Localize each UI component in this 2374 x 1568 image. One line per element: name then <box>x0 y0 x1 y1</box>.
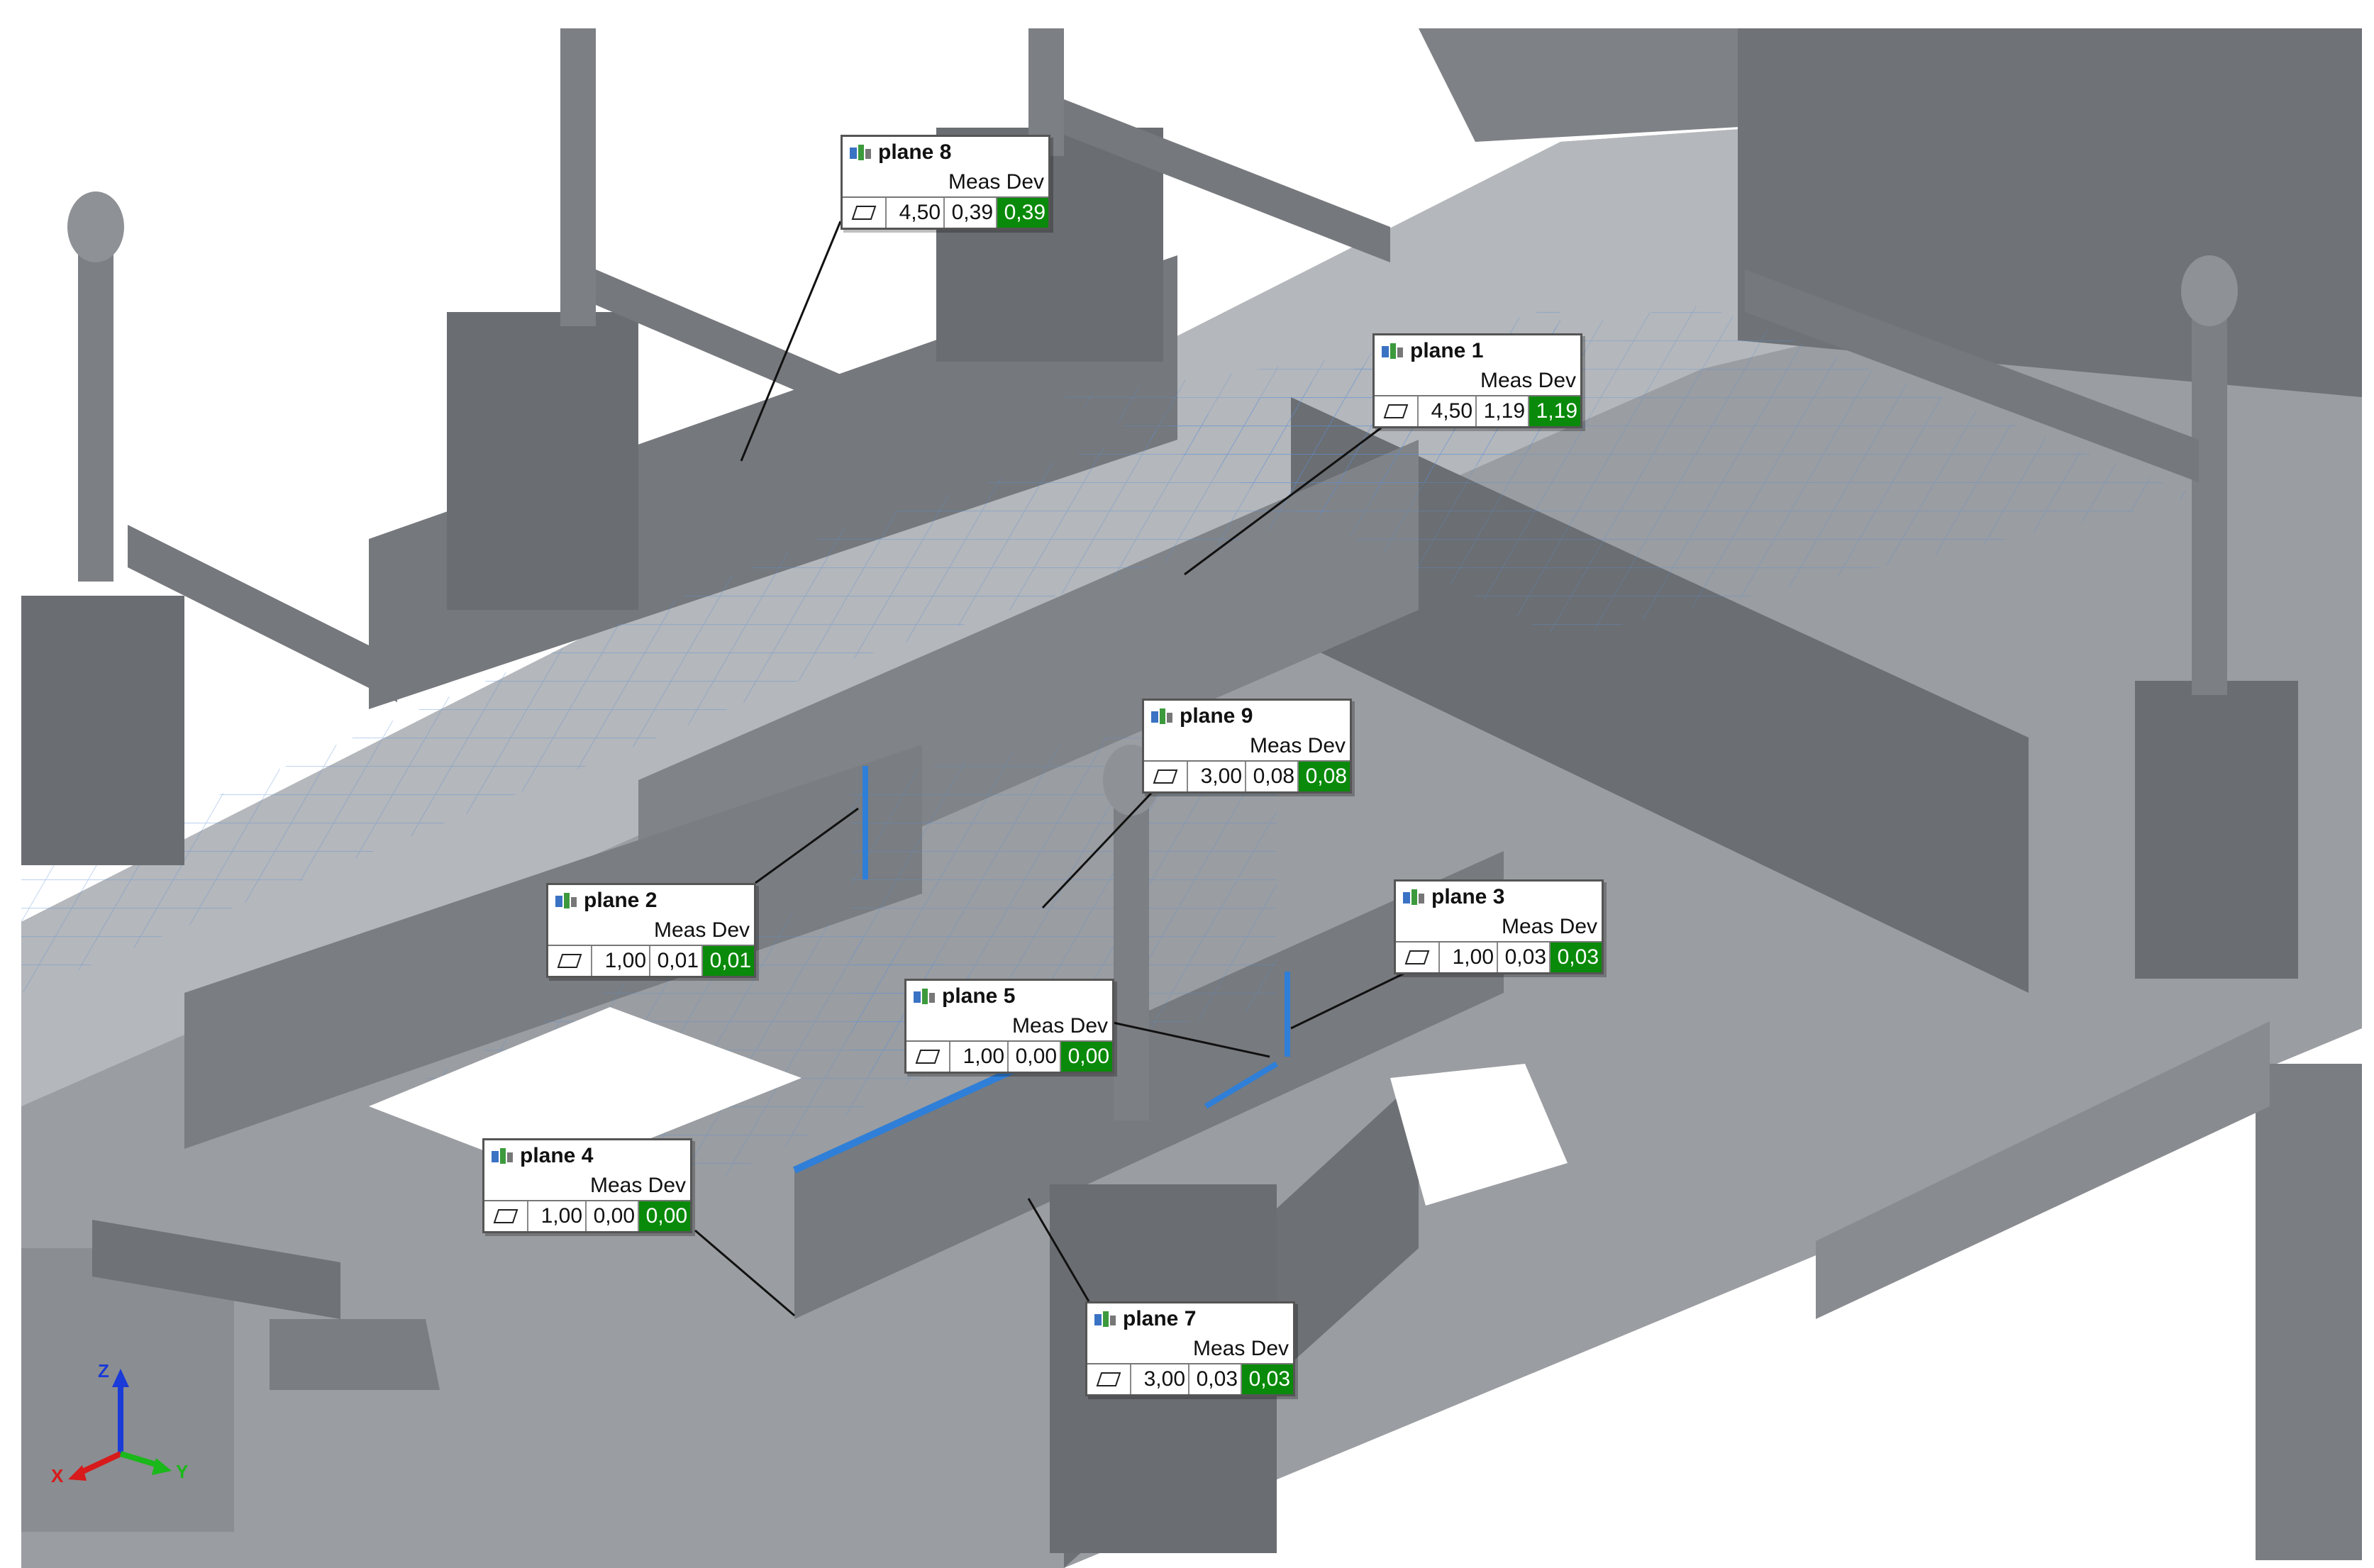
flatness-icon <box>484 1201 528 1231</box>
plane-feature-icon <box>914 989 935 1004</box>
nominal-value: 3,00 <box>1188 762 1246 791</box>
measurement-row: 3,00 0,08 0,08 <box>1144 762 1350 791</box>
callout-header: plane 8 <box>843 137 1048 168</box>
callout-plane-4[interactable]: plane 4 Meas Dev 1,00 0,00 0,00 <box>482 1138 692 1233</box>
y-axis-label: Y <box>176 1461 188 1482</box>
x-axis-label: X <box>51 1465 64 1486</box>
measurement-row: 1,00 0,00 0,00 <box>906 1042 1112 1072</box>
callout-header: plane 1 <box>1375 335 1580 367</box>
callout-plane-8[interactable]: plane 8 Meas Dev 4,50 0,39 0,39 <box>841 135 1050 230</box>
column-headers: Meas Dev <box>843 168 1048 198</box>
callout-plane-1[interactable]: plane 1 Meas Dev 4,50 1,19 1,19 <box>1372 333 1582 428</box>
column-headers: Meas Dev <box>1087 1335 1293 1364</box>
z-axis-label: Z <box>98 1362 109 1381</box>
deviation-value: 0,08 <box>1299 762 1350 791</box>
callout-title: plane 8 <box>878 140 952 164</box>
nominal-value: 1,00 <box>592 946 650 976</box>
plane-feature-icon <box>1403 889 1424 905</box>
callout-title: plane 7 <box>1123 1307 1197 1330</box>
flatness-icon <box>1144 762 1188 791</box>
measurement-row: 1,00 0,00 0,00 <box>484 1201 690 1231</box>
measured-value: 0,03 <box>1498 943 1551 972</box>
flatness-icon <box>1375 396 1419 426</box>
deviation-value: 0,03 <box>1551 943 1602 972</box>
callout-plane-9[interactable]: plane 9 Meas Dev 3,00 0,08 0,08 <box>1142 699 1352 794</box>
deviation-value: 0,01 <box>703 946 754 976</box>
callout-plane-7[interactable]: plane 7 Meas Dev 3,00 0,03 0,03 <box>1085 1301 1295 1396</box>
callout-plane-3[interactable]: plane 3 Meas Dev 1,00 0,03 0,03 <box>1394 879 1604 974</box>
column-headers: Meas Dev <box>1144 732 1350 762</box>
flatness-icon <box>906 1042 950 1072</box>
measurement-row: 1,00 0,01 0,01 <box>548 946 754 976</box>
callout-plane-2[interactable]: plane 2 Meas Dev 1,00 0,01 0,01 <box>546 883 756 978</box>
measurement-row: 4,50 0,39 0,39 <box>843 198 1048 228</box>
nominal-value: 1,00 <box>1440 943 1498 972</box>
callout-title: plane 9 <box>1180 704 1253 728</box>
deviation-value: 0,03 <box>1242 1364 1293 1394</box>
flatness-icon <box>1396 943 1440 972</box>
measured-value: 0,03 <box>1189 1364 1242 1394</box>
flatness-icon <box>843 198 887 228</box>
nominal-value: 1,00 <box>528 1201 587 1231</box>
measured-value: 1,19 <box>1477 396 1529 426</box>
callout-title: plane 4 <box>520 1144 594 1167</box>
column-headers: Meas Dev <box>1396 913 1602 943</box>
column-headers: Meas Dev <box>484 1172 690 1201</box>
flatness-icon <box>1087 1364 1131 1394</box>
callout-header: plane 4 <box>484 1140 690 1172</box>
callout-header: plane 3 <box>1396 882 1602 913</box>
callout-header: plane 9 <box>1144 701 1350 732</box>
callout-header: plane 2 <box>548 885 754 916</box>
column-headers: Meas Dev <box>548 916 754 946</box>
deviation-value: 0,00 <box>1061 1042 1112 1072</box>
measured-value: 0,00 <box>1009 1042 1061 1072</box>
deviation-value: 0,39 <box>997 198 1048 228</box>
x-axis <box>77 1451 122 1477</box>
measured-value: 0,08 <box>1246 762 1299 791</box>
plane-feature-icon <box>492 1148 513 1164</box>
callout-plane-5[interactable]: plane 5 Meas Dev 1,00 0,00 0,00 <box>904 979 1114 1074</box>
plane-feature-icon <box>1382 343 1403 359</box>
nominal-value: 3,00 <box>1131 1364 1189 1394</box>
column-headers: Meas Dev <box>906 1012 1112 1042</box>
flatness-icon <box>548 946 592 976</box>
measurement-row: 4,50 1,19 1,19 <box>1375 396 1580 426</box>
measured-value: 0,01 <box>650 946 703 976</box>
callout-title: plane 1 <box>1410 339 1484 362</box>
leader-lines <box>694 221 1409 1317</box>
plane-feature-icon <box>850 145 871 160</box>
callout-title: plane 5 <box>942 984 1016 1008</box>
measurement-row: 3,00 0,03 0,03 <box>1087 1364 1293 1394</box>
measured-value: 0,00 <box>587 1201 639 1231</box>
callout-header: plane 7 <box>1087 1303 1293 1335</box>
nominal-value: 4,50 <box>887 198 945 228</box>
deviation-value: 0,00 <box>639 1201 690 1231</box>
deviation-value: 1,19 <box>1529 396 1580 426</box>
nominal-value: 1,00 <box>950 1042 1009 1072</box>
column-headers: Meas Dev <box>1375 367 1580 396</box>
callout-title: plane 3 <box>1431 885 1505 908</box>
plane-feature-icon <box>555 893 577 908</box>
nominal-value: 4,50 <box>1419 396 1477 426</box>
plane-feature-icon <box>1094 1311 1116 1327</box>
axis-triad[interactable]: Z X Y <box>50 1362 199 1496</box>
callout-title: plane 2 <box>584 889 658 912</box>
measurement-row: 1,00 0,03 0,03 <box>1396 943 1602 972</box>
measured-value: 0,39 <box>945 198 997 228</box>
plane-feature-icon <box>1151 708 1172 724</box>
callout-header: plane 5 <box>906 981 1112 1012</box>
